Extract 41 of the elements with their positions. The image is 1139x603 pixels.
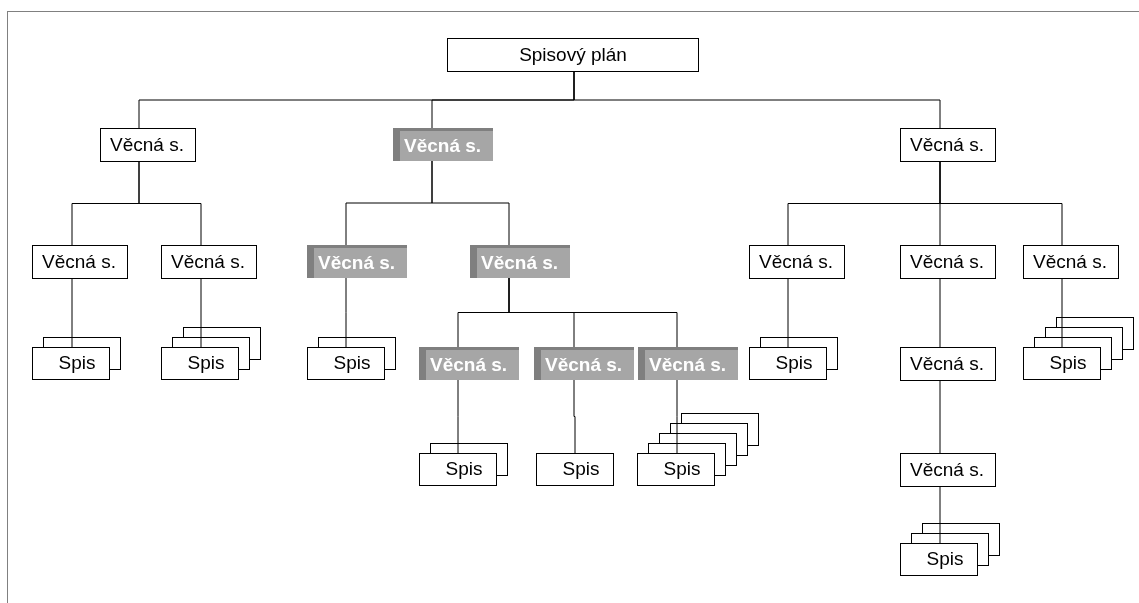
category-box: Věcná s. bbox=[900, 128, 996, 162]
category-box: Věcná s. bbox=[161, 245, 257, 279]
connector-line bbox=[200, 278, 202, 348]
document-box: Spis bbox=[749, 347, 827, 380]
highlighted-category-box: Věcná s. bbox=[534, 347, 634, 380]
connector-line bbox=[939, 161, 1063, 246]
connector-line bbox=[508, 277, 678, 348]
highlighted-category-box: Věcná s. bbox=[307, 245, 407, 278]
connector-line bbox=[345, 277, 347, 348]
connector-line bbox=[573, 379, 576, 454]
connector-line bbox=[138, 161, 202, 246]
category-box: Věcná s. bbox=[1023, 245, 1119, 279]
connector-line bbox=[676, 379, 678, 454]
connector-line bbox=[573, 71, 941, 129]
connector-line bbox=[787, 278, 789, 348]
document-box: Spis bbox=[161, 347, 239, 380]
root-box: Spisový plán bbox=[447, 38, 699, 72]
connector-line bbox=[457, 379, 459, 454]
highlighted-category-box: Věcná s. bbox=[393, 128, 493, 161]
category-box: Věcná s. bbox=[749, 245, 845, 279]
connector-line bbox=[71, 278, 73, 348]
category-box: Věcná s. bbox=[900, 245, 996, 279]
connector-line bbox=[939, 380, 941, 454]
highlighted-category-box: Věcná s. bbox=[470, 245, 570, 278]
document-box: Spis bbox=[32, 347, 110, 380]
connector-line bbox=[939, 486, 941, 544]
document-box: Spis bbox=[1023, 347, 1101, 380]
document-box: Spis bbox=[637, 453, 715, 486]
category-box: Věcná s. bbox=[100, 128, 196, 162]
document-box: Spis bbox=[307, 347, 385, 380]
category-box: Věcná s. bbox=[32, 245, 128, 279]
connector-line bbox=[939, 278, 941, 348]
document-box: Spis bbox=[900, 543, 978, 576]
highlighted-category-box: Věcná s. bbox=[419, 347, 519, 380]
connector-line bbox=[431, 160, 510, 246]
connector-line bbox=[1061, 278, 1063, 348]
category-box: Věcná s. bbox=[900, 347, 996, 381]
document-box: Spis bbox=[536, 453, 614, 486]
highlighted-category-box: Věcná s. bbox=[638, 347, 738, 380]
document-box: Spis bbox=[419, 453, 497, 486]
category-box: Věcná s. bbox=[900, 453, 996, 487]
